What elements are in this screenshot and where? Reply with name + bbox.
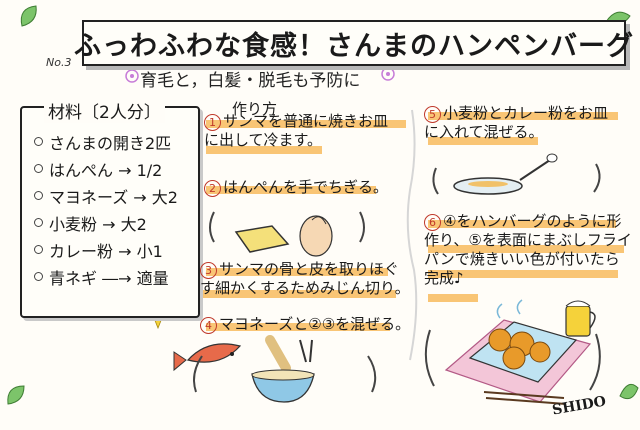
ingredient-item: 小麦粉 → 大2: [34, 209, 178, 236]
plate-illustration: [432, 153, 601, 195]
beer-mug-icon: [565, 300, 596, 337]
bullet-icon: [34, 218, 43, 227]
hanpen-illustration: [209, 211, 365, 257]
ingredient-item: マヨネーズ → 大2: [34, 182, 178, 209]
bullet-icon: [34, 272, 43, 281]
leaf-icon: [619, 383, 639, 400]
ingredient-item: さんまの開き2匹: [34, 128, 178, 155]
instructions-heading: 作り方: [232, 100, 278, 118]
ingredient-item: 青ネギ ―→ 適量: [34, 263, 178, 290]
step-number: 3: [200, 262, 217, 279]
step-number: 5: [424, 106, 441, 123]
leaf-icon: [20, 5, 37, 27]
bullet-icon: [34, 137, 43, 146]
bullet-icon: [34, 245, 43, 254]
recipe-subtitle: 育毛と，白髪・脱毛も予防に: [140, 71, 361, 91]
recipe-number: No.3: [46, 56, 72, 69]
ingredients-box: [20, 106, 200, 318]
fish-bowl-illustration: [173, 335, 377, 403]
ingredient-item: はんぺん → 1/2: [34, 155, 178, 182]
recipe-title: ふっわふわな食感！さんまのハンペンバーグ: [74, 20, 633, 66]
bullet-icon: [34, 164, 43, 173]
ingredient-item: カレー粉 → 小1: [34, 236, 178, 263]
step-number: 6: [424, 214, 441, 231]
dish-illustration: [424, 299, 601, 405]
step-number: 2: [204, 180, 221, 197]
ingredients-heading: 材料〔2人分〕: [44, 98, 165, 123]
step-number: 1: [204, 114, 221, 131]
leaf-icon: [7, 385, 25, 405]
step-number: 4: [200, 317, 217, 334]
bullet-icon: [34, 191, 43, 200]
flower-icon: [125, 69, 139, 83]
flower-icon: [381, 67, 395, 81]
ingredients-list: さんまの開き2匹 はんぺん → 1/2 マヨネーズ → 大2 小麦粉 → 大2 …: [34, 128, 178, 290]
